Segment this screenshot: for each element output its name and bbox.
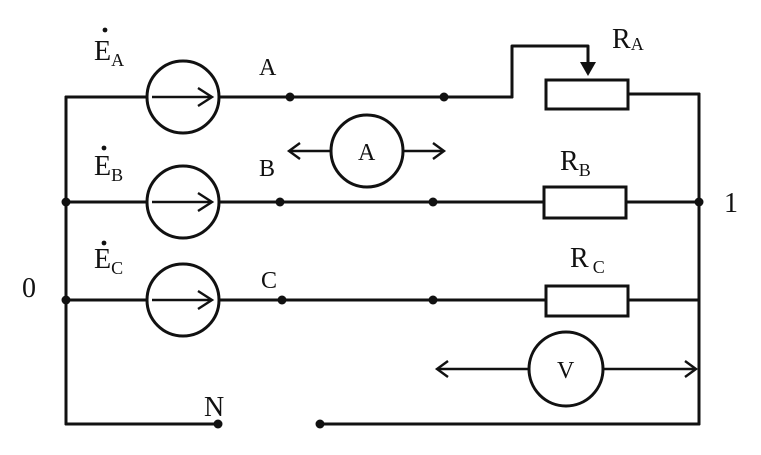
- svg-text:RC: RC: [570, 243, 605, 277]
- resistor-label-b: RB: [560, 146, 591, 180]
- terminal-dot: [439, 92, 449, 102]
- emf-label-b: EB: [94, 145, 123, 185]
- node-label-1: 1: [724, 188, 738, 219]
- rheostat-slider-wire: [510, 44, 590, 99]
- junction-dot: [694, 197, 704, 207]
- node-label-c: C: [261, 268, 277, 294]
- terminal-dot-b: [275, 197, 285, 207]
- svg-text:RA: RA: [612, 24, 644, 55]
- ammeter-label: A: [358, 140, 376, 166]
- emf-label-a: EA: [94, 27, 124, 70]
- node-label-b: B: [259, 156, 275, 182]
- rheostat-slider-arrow: [580, 62, 596, 76]
- svg-text:RB: RB: [560, 146, 591, 180]
- resistor-label-a: RA: [612, 24, 644, 55]
- source-c: [145, 262, 221, 338]
- voltmeter-label: V: [557, 358, 575, 384]
- terminal-dot-a: [285, 92, 295, 102]
- ammeter: [286, 113, 447, 189]
- svg-text:EA: EA: [94, 36, 124, 70]
- node-label-0: 0: [22, 273, 36, 304]
- svg-text:EB: EB: [94, 151, 123, 185]
- source-a: [145, 59, 221, 135]
- resistor-b: [542, 185, 628, 220]
- junction-dot: [61, 197, 71, 207]
- neutral-terminal-dot: [213, 419, 223, 429]
- svg-text:EC: EC: [94, 244, 123, 278]
- resistor-a: [544, 78, 630, 111]
- source-b: [145, 164, 221, 240]
- terminal-dot: [428, 197, 438, 207]
- node-label-n: N: [204, 392, 224, 423]
- junction-dots: [61, 92, 704, 429]
- terminal-dot-c: [277, 295, 287, 305]
- node-label-a: A: [259, 55, 277, 81]
- junction-dot: [61, 295, 71, 305]
- resistor-c: [544, 284, 630, 318]
- neutral-terminal-dot: [315, 419, 325, 429]
- terminal-dot: [428, 295, 438, 305]
- voltmeter: [434, 330, 699, 408]
- emf-label-c: EC: [94, 240, 123, 278]
